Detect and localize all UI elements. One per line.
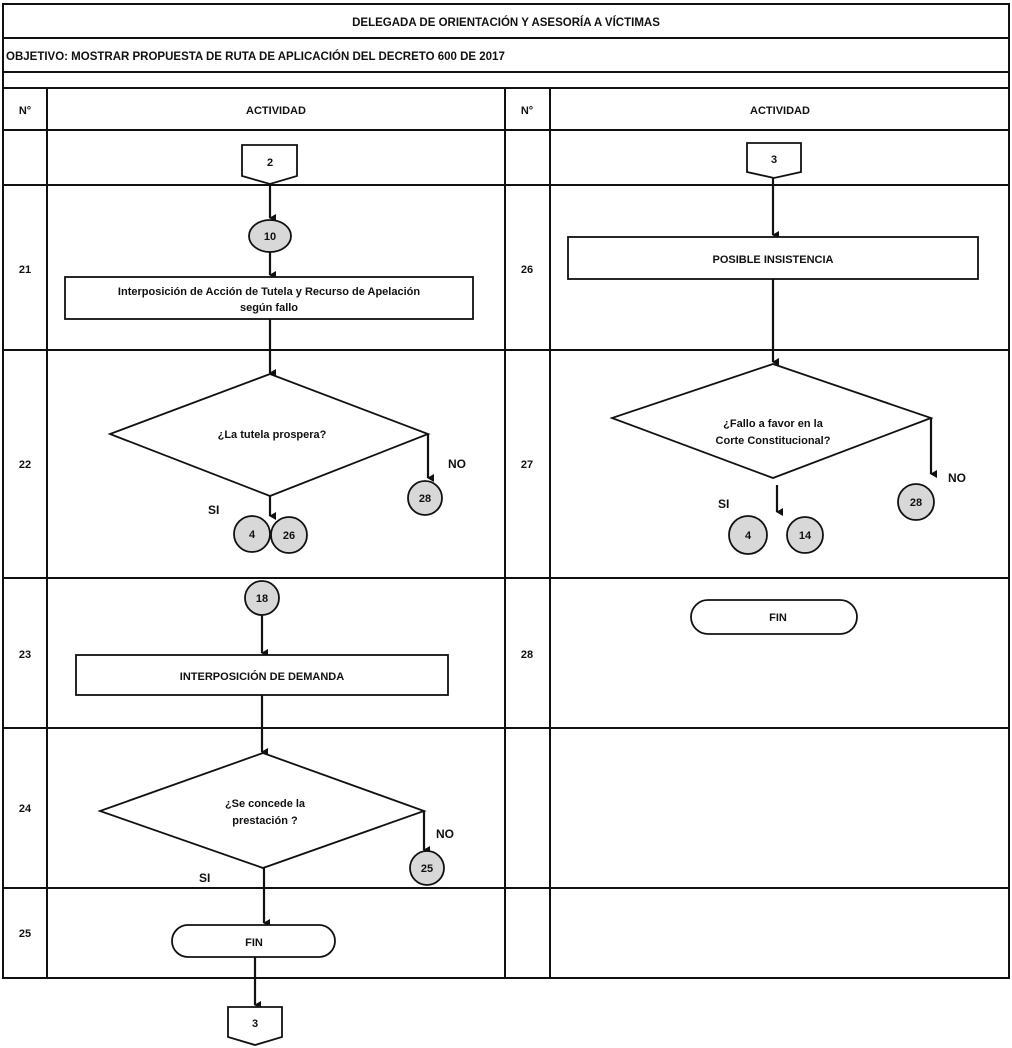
- row-number: 24: [19, 803, 32, 815]
- col-header-activity-left: ACTIVIDAD: [246, 105, 306, 117]
- svg-text:28: 28: [419, 493, 431, 505]
- row-number: 26: [521, 264, 533, 276]
- no-label: NO: [948, 471, 966, 485]
- row-number: 22: [19, 459, 31, 471]
- connector-circle: 4: [233, 515, 271, 553]
- offpage-connector-end-left: 3: [227, 1006, 283, 1046]
- table-grid: [2, 3, 1010, 979]
- no-label: NO: [436, 827, 454, 841]
- decision-corte-constitucional: ¿Fallo a favor en la Corte Constituciona…: [609, 363, 934, 479]
- connector-circle: 28: [407, 480, 443, 516]
- row-number: 28: [521, 649, 533, 661]
- svg-text:2: 2: [267, 157, 273, 169]
- row-number: 23: [19, 649, 31, 661]
- svg-text:POSIBLE INSISTENCIA: POSIBLE INSISTENCIA: [712, 254, 833, 266]
- connector-circle: 28: [897, 483, 935, 521]
- col-header-no-right: N°: [521, 105, 533, 117]
- row-number: 21: [19, 264, 31, 276]
- svg-text:10: 10: [264, 231, 276, 243]
- decision-tutela-prospera: ¿La tutela prospera?: [107, 373, 431, 497]
- connector-circle: 10: [248, 219, 292, 253]
- svg-text:4: 4: [249, 529, 256, 541]
- terminator-fin-right: FIN: [690, 599, 858, 635]
- svg-text:INTERPOSICIÓN DE DEMANDA: INTERPOSICIÓN DE DEMANDA: [180, 670, 344, 683]
- svg-text:¿Fallo a favor en la: ¿Fallo a favor en la: [723, 418, 824, 430]
- svg-text:Corte Constitucional?: Corte Constitucional?: [716, 435, 831, 447]
- offpage-connector-start-right: 3: [746, 142, 802, 179]
- offpage-connector-start-left: 2: [241, 144, 298, 185]
- svg-text:25: 25: [421, 863, 433, 875]
- connector-circle: 26: [270, 516, 308, 554]
- svg-text:¿La tutela prospera?: ¿La tutela prospera?: [218, 429, 327, 441]
- decision-concede-prestacion: ¿Se concede la prestación ?: [97, 752, 427, 869]
- objective-text: OBJETIVO: MOSTRAR PROPUESTA DE RUTA DE A…: [6, 50, 505, 63]
- svg-text:según fallo: según fallo: [240, 302, 298, 314]
- svg-text:18: 18: [256, 593, 268, 605]
- yes-label: SI: [208, 503, 219, 517]
- svg-text:prestación ?: prestación ?: [232, 815, 298, 827]
- no-label: NO: [448, 457, 466, 471]
- connector-circle: 4: [728, 515, 768, 555]
- connector-circle: 18: [244, 580, 280, 616]
- svg-text:3: 3: [771, 154, 777, 166]
- svg-text:FIN: FIN: [245, 937, 263, 949]
- col-header-no-left: N°: [19, 105, 31, 117]
- svg-text:28: 28: [910, 497, 922, 509]
- svg-text:Interposición de Acción de Tut: Interposición de Acción de Tutela y Recu…: [118, 286, 420, 298]
- yes-label: SI: [718, 497, 729, 511]
- row-number: 27: [521, 459, 533, 471]
- svg-text:3: 3: [252, 1018, 258, 1030]
- svg-text:4: 4: [745, 530, 752, 542]
- col-header-activity-right: ACTIVIDAD: [750, 105, 810, 117]
- svg-text:26: 26: [283, 530, 295, 542]
- process-box-posible-insistencia: POSIBLE INSISTENCIA: [567, 236, 979, 280]
- terminator-fin-left: FIN: [171, 924, 336, 958]
- process-box-tutela: Interposición de Acción de Tutela y Recu…: [64, 276, 474, 320]
- connector-circle: 14: [786, 516, 824, 554]
- process-box-demanda: INTERPOSICIÓN DE DEMANDA: [75, 654, 449, 696]
- svg-text:FIN: FIN: [769, 612, 787, 624]
- connector-circle: 25: [409, 850, 445, 886]
- svg-text:¿Se concede la: ¿Se concede la: [225, 798, 306, 810]
- svg-text:14: 14: [799, 530, 812, 542]
- yes-label: SI: [199, 871, 210, 885]
- document-title: DELEGADA DE ORIENTACIÓN Y ASESORÍA A VÍC…: [352, 16, 660, 29]
- row-number: 25: [19, 928, 31, 940]
